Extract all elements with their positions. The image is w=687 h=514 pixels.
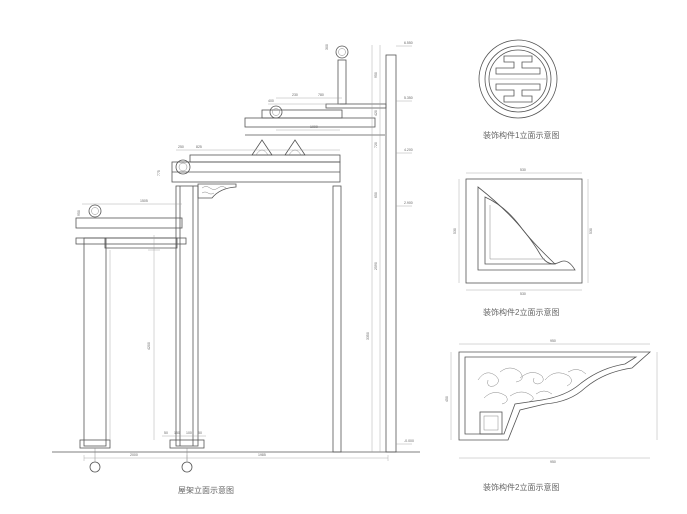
dim-bottom-1: 2000 [130, 453, 138, 457]
dim-right-6: 3350 [366, 332, 370, 340]
dim-base-4: 50 [198, 431, 202, 435]
dim-base-3: 100 [186, 431, 192, 435]
caption-ornament2b: 装饰构件2立面示意图 [483, 482, 559, 492]
caption-ornament1: 装饰构件1立面示意图 [483, 130, 559, 140]
level-marks: 6.550 5.350 4.200 2.900 -0.000 [396, 41, 414, 445]
dim-base-2: 150 [174, 431, 180, 435]
dim-right-1: 950 [374, 72, 378, 78]
dim-right-3: 720 [374, 142, 378, 148]
dim-2a-right: 530 [589, 228, 593, 234]
dim-bottom-2: 1985 [258, 453, 266, 457]
caption-ornament2a: 装饰构件2立面示意图 [483, 307, 559, 317]
ornament1-medallion: 装饰构件1立面示意图 [478, 39, 559, 140]
dim-tier1-2: 780 [318, 93, 324, 97]
dim-right-2: 420 [374, 110, 378, 116]
dim-tier2-2: 1000 [310, 125, 318, 129]
dim-tier4-1: 1505 [140, 199, 148, 203]
dim-base-1: 50 [164, 431, 168, 435]
level-mark-5: -0.000 [404, 439, 414, 443]
dim-2a-left: 530 [453, 228, 457, 234]
level-mark-3: 4.200 [404, 148, 413, 152]
dim-tier2-1: 400 [268, 99, 274, 103]
dim-2a-top: 530 [520, 168, 526, 172]
caption-frame: 屋架立面示意图 [178, 485, 234, 495]
dim-2b-bottom: 950 [550, 460, 556, 464]
ornament2-carved-bracket: 950 950 450 装饰构件2立面示意图 [445, 339, 658, 492]
dim-top-post: 300 [325, 44, 329, 50]
dim-tier3-3: 775 [157, 170, 161, 176]
dim-2a-bottom: 530 [520, 292, 526, 296]
ornament2-corner-bracket: 530 530 530 530 装饰构件2立面示意图 [453, 168, 593, 317]
dim-tier1-1: 230 [292, 93, 298, 97]
level-mark-4: 2.900 [404, 201, 413, 205]
level-mark-1: 6.550 [404, 41, 413, 45]
dim-vertical-left: 4200 [147, 342, 151, 350]
bracket-ornament [197, 183, 237, 199]
level-mark-2: 5.350 [404, 96, 413, 100]
dim-tier3-2: 825 [196, 145, 202, 149]
dim-2b-height: 450 [445, 396, 449, 402]
roof-frame-elevation: 4200 2000 1985 50 150 100 50 1505 950 25… [52, 41, 420, 495]
dim-right-5: 2590 [374, 262, 378, 270]
dim-2b-top: 950 [550, 339, 556, 343]
dim-tier3-1: 250 [178, 145, 184, 149]
dim-right-4: 650 [374, 192, 378, 198]
dim-tier4-2: 950 [77, 210, 81, 216]
